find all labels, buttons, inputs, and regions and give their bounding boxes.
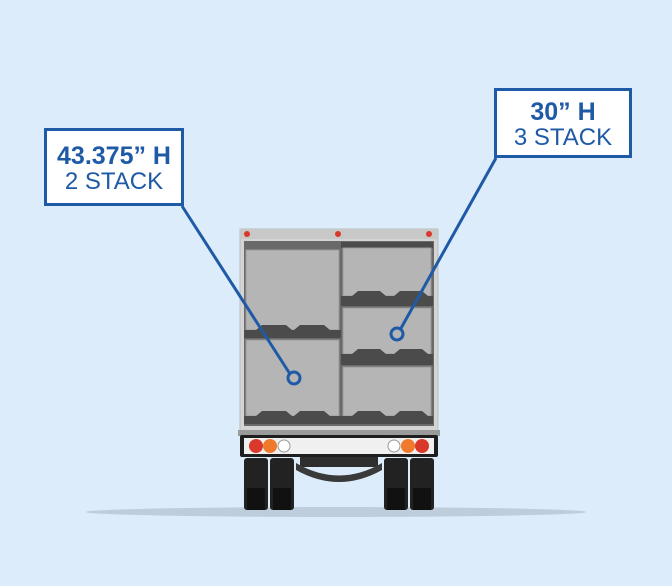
container-right-middle [343, 308, 431, 354]
container-right-top [343, 248, 431, 296]
container-left-top [246, 250, 339, 330]
callout-left-height: 43.375” H [47, 143, 181, 169]
callout-left-stack: 43.375” H 2 STACK [44, 128, 184, 206]
marker-light-right [426, 231, 432, 237]
marker-light-center [335, 231, 341, 237]
callout-right-stack: 30” H 3 STACK [494, 88, 632, 158]
callout-right-height: 30” H [497, 99, 629, 125]
tail-light-left-red [249, 439, 263, 453]
tail-light-right-red [415, 439, 429, 453]
callout-right-stack-count: 3 STACK [497, 125, 629, 150]
right-stack [341, 242, 433, 424]
tail-light-left-orange [263, 439, 277, 453]
tail-light-right-white [388, 440, 400, 452]
container-left-bottom [246, 340, 339, 416]
ground-shadow [86, 507, 586, 517]
rear-bumper [238, 430, 440, 457]
pallet-right-top-base [341, 242, 433, 248]
container-right-bottom [343, 367, 431, 416]
tail-light-left-white [278, 440, 290, 452]
marker-light-left [244, 231, 250, 237]
tail-light-right-orange [401, 439, 415, 453]
chassis [296, 457, 382, 482]
callout-left-stack-count: 2 STACK [47, 169, 181, 194]
left-stack [244, 250, 341, 424]
